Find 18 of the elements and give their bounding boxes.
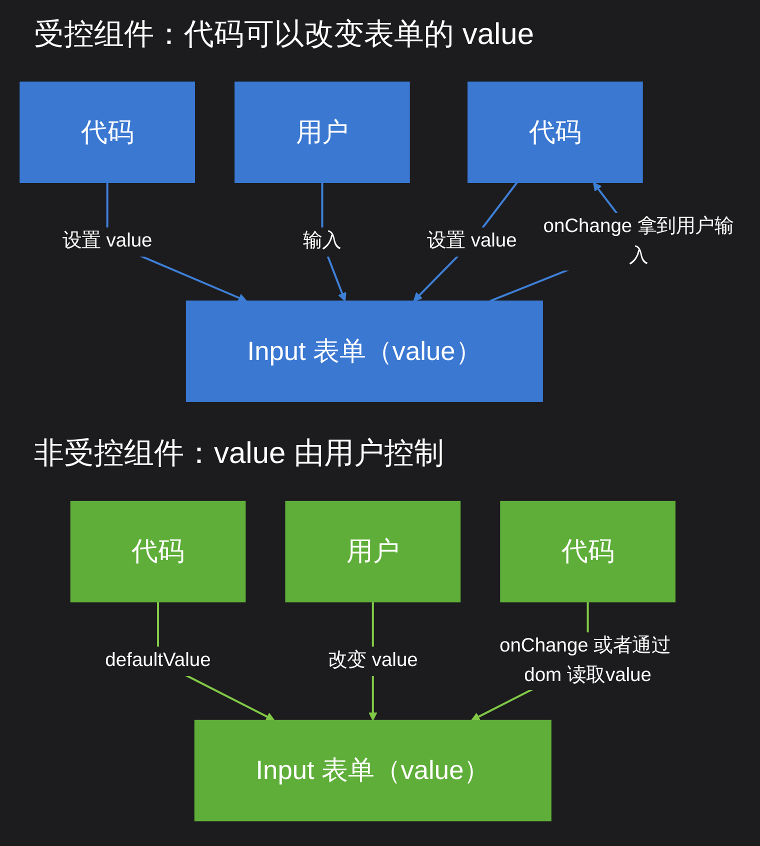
edge-label: 输入 <box>302 230 342 252</box>
edge-label: onChange 或者通过 dom 读取value <box>499 635 671 686</box>
edge-label: defaultValue <box>105 650 211 671</box>
edge-label: 设置 value <box>62 230 152 252</box>
node-box: 代码 <box>500 500 676 602</box>
arrow <box>413 182 518 302</box>
node-box: 代码 <box>70 500 246 602</box>
node-box: Input 表单（value） <box>186 300 543 402</box>
node-box: 用户 <box>285 500 461 602</box>
edge-label: 设置 value <box>426 230 517 252</box>
node-box: 用户 <box>234 82 410 183</box>
edge-label: 改变 value <box>328 650 418 671</box>
node-box: 代码 <box>20 82 195 183</box>
node-box: Input 表单（value） <box>194 720 552 822</box>
edge-label: onChange 拿到用户输入 <box>543 216 734 266</box>
title: 受控组件：代码可以改变表单的 value <box>34 17 534 53</box>
section-heading: 非受控组件：value 由用户控制 <box>34 436 444 472</box>
node-box: 代码 <box>468 82 643 183</box>
